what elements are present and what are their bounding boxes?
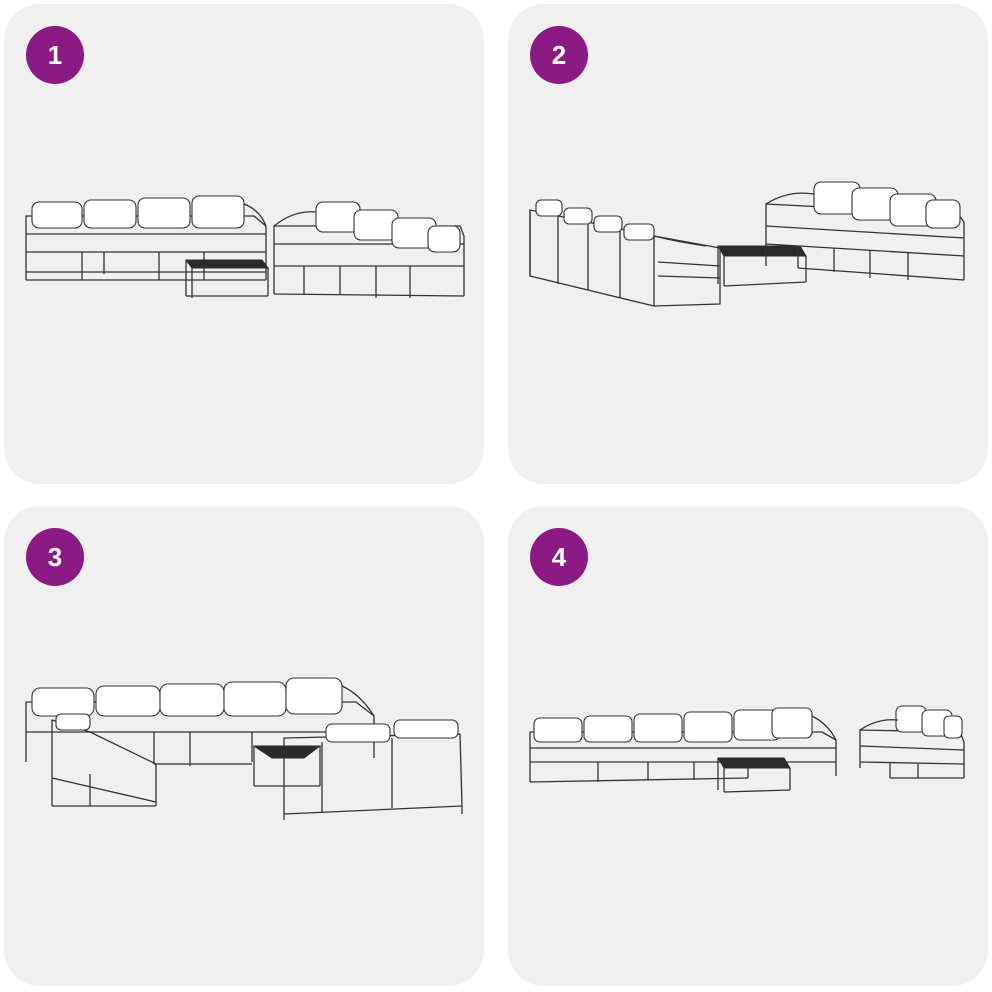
- step-badge-2: 2: [530, 26, 588, 84]
- sofa-set-illustration-2: [508, 4, 988, 484]
- sofa-set-illustration-3: [4, 506, 484, 986]
- coffee-table: [185, 259, 269, 298]
- configuration-panel-1: 1: [4, 4, 484, 484]
- step-badge-1: 1: [26, 26, 84, 84]
- long-sofa: [25, 677, 375, 766]
- step-badge-3: 3: [26, 528, 84, 586]
- sofa-set-illustration-1: [4, 4, 484, 484]
- coffee-table: [717, 245, 807, 287]
- configuration-panel-4: 4: [508, 506, 988, 986]
- step-badge-4: 4: [530, 528, 588, 586]
- corner-sofa-section: [273, 201, 465, 298]
- configuration-panel-3: 3: [4, 506, 484, 986]
- front-right-seats: [283, 719, 463, 820]
- sofa-set-illustration-4: [508, 506, 988, 986]
- corner-sofa-section: [859, 705, 965, 779]
- coffee-table: [252, 745, 322, 787]
- corner-sofa-section: [765, 181, 965, 281]
- angled-sofa-row: [529, 199, 721, 307]
- four-seat-sofa: [25, 195, 267, 281]
- configuration-panel-2: 2: [508, 4, 988, 484]
- front-left-seat: [51, 713, 157, 807]
- six-seat-sofa: [529, 707, 837, 783]
- coffee-table: [717, 757, 791, 793]
